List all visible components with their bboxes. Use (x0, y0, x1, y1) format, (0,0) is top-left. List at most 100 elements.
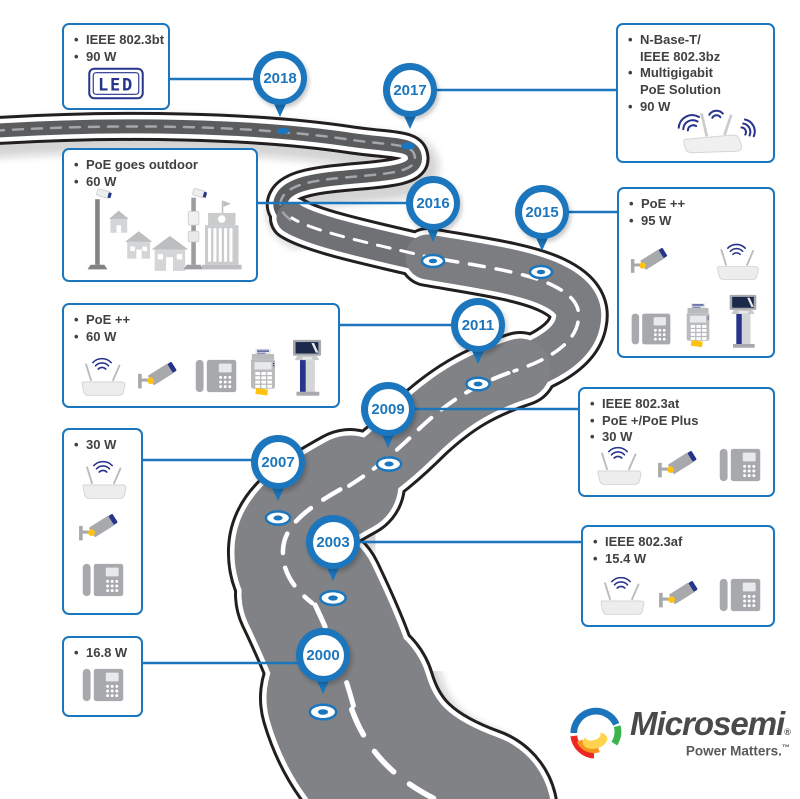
callout-2017: N-Base-T/IEEE 802.3bzMultigigabitPoE Sol… (616, 23, 775, 163)
callout-line: PoE goes outdoor (74, 157, 246, 174)
wifi-ap-icon (710, 241, 763, 281)
pin-inner: 2018 (259, 57, 301, 99)
callout-line: IEEE 802.3bt (74, 32, 164, 49)
pin-2009: 2009 (361, 382, 415, 458)
road-marker-2007 (264, 510, 292, 526)
pin-year-label: 2000 (306, 646, 340, 664)
callout-2016: PoE goes outdoor60 W (62, 148, 258, 282)
road-year-markers (264, 127, 554, 721)
pos-terminal-icon (681, 301, 715, 349)
road-centerline-0 (0, 125, 417, 223)
pin-2017: 2017 (383, 63, 437, 139)
logo-tagline: Power Matters.™ (685, 743, 790, 759)
pin-circle: 2018 (253, 51, 307, 105)
callout-icons (74, 65, 158, 101)
road-centerline-1 (290, 216, 435, 260)
callout-line: 15.4 W (593, 551, 763, 568)
pin-year-label: 2007 (261, 453, 295, 471)
callout-2011: PoE ++60 W (62, 303, 340, 408)
callout-2009: IEEE 802.3atPoE +/PoE Plus30 W (578, 387, 775, 497)
callout-line: 30 W (590, 429, 763, 446)
callout-2000: 16.8 W (62, 636, 143, 717)
callout-2007: 30 W (62, 428, 143, 615)
callout-line: 60 W (74, 174, 246, 191)
road-centerline-6 (345, 695, 442, 799)
callout-lines: PoE ++95 W (629, 196, 763, 229)
wifi-ap-icon (590, 444, 646, 486)
callout-line: PoE Solution (640, 81, 721, 97)
desk-phone-icon (717, 574, 763, 616)
callout-lines: 16.8 W (74, 645, 131, 662)
pin-2018: 2018 (253, 51, 307, 127)
pin-circle: 2015 (515, 185, 569, 239)
road-marker-2011 (465, 376, 491, 392)
wifi-ap-icon (593, 574, 649, 616)
callout-line: IEEE 802.3af (593, 534, 763, 551)
pin-year-label: 2018 (263, 69, 297, 87)
kiosk-icon (723, 294, 763, 349)
cctv-camera-icon (136, 359, 188, 397)
logo-trademark: ™ (781, 743, 790, 753)
callout-lines: IEEE 802.3atPoE +/PoE Plus30 W (590, 396, 763, 446)
cctv-camera-icon (657, 578, 709, 616)
road-marker-2016 (420, 253, 446, 269)
desk-phone-icon (193, 355, 239, 397)
desk-phone-icon (80, 664, 126, 706)
pin-2016: 2016 (406, 176, 460, 252)
wifi-ap-icon (75, 458, 131, 500)
pin-inner: 2000 (302, 634, 344, 676)
pin-2003: 2003 (306, 515, 360, 591)
callout-icons (628, 115, 763, 154)
pin-circle: 2000 (296, 628, 350, 682)
pin-circle: 2011 (451, 298, 505, 352)
microsemi-logo: Microsemi® Power Matters.™ (566, 704, 791, 762)
pin-2011: 2011 (451, 298, 505, 374)
road-marker-2018 (276, 127, 290, 135)
logo-text: Microsemi® Power Matters.™ (630, 707, 791, 759)
desk-phone-icon (629, 309, 673, 349)
pin-inner: 2015 (521, 191, 563, 233)
callout-line: 90 W (74, 49, 158, 66)
road-marker-2003 (319, 589, 347, 607)
road-marker-2009 (375, 456, 403, 472)
pin-inner: 2003 (312, 521, 354, 563)
callout-icons (74, 454, 131, 606)
road-centerline-3 (342, 367, 522, 491)
callout-line: PoE ++ (629, 196, 763, 213)
pin-2015: 2015 (515, 185, 569, 261)
callout-line: 60 W (74, 329, 328, 346)
pin-year-label: 2011 (461, 316, 495, 334)
cctv-camera-icon (656, 448, 708, 486)
callout-line: 30 W (74, 437, 131, 454)
callout-icons (74, 190, 246, 273)
road-centerline-4 (280, 481, 353, 606)
pin-2007: 2007 (251, 435, 305, 511)
microsemi-swirl-icon (566, 704, 624, 762)
pin-inner: 2009 (367, 388, 409, 430)
pin-inner: 2007 (257, 441, 299, 483)
pin-circle: 2003 (306, 515, 360, 569)
pin-year-label: 2016 (416, 194, 450, 212)
callout-line: N-Base-T/ (628, 32, 763, 49)
outdoor-scene-icon (74, 187, 246, 277)
cctv-camera-icon (77, 511, 129, 549)
callout-line: PoE +/PoE Plus (590, 413, 763, 430)
callout-lines: 30 W (74, 437, 131, 454)
pin-circle: 2017 (383, 63, 437, 117)
road-marker-2000 (308, 703, 338, 721)
road-marker-2015 (528, 264, 554, 280)
pin-year-label: 2003 (316, 533, 350, 551)
pin-circle: 2016 (406, 176, 460, 230)
callout-line: PoE ++ (74, 312, 328, 329)
callout-lines: IEEE 802.3bt90 W (74, 32, 164, 66)
callout-lines: IEEE 802.3af15.4 W (593, 534, 763, 567)
pos-terminal-icon (245, 347, 281, 397)
pin-year-label: 2015 (525, 203, 559, 221)
callout-icons (74, 345, 328, 399)
cctv-camera-icon (629, 245, 678, 281)
callout-icons (590, 446, 763, 488)
pin-year-label: 2009 (371, 400, 405, 418)
callout-icons (629, 229, 763, 349)
pin-inner: 2011 (457, 304, 499, 346)
